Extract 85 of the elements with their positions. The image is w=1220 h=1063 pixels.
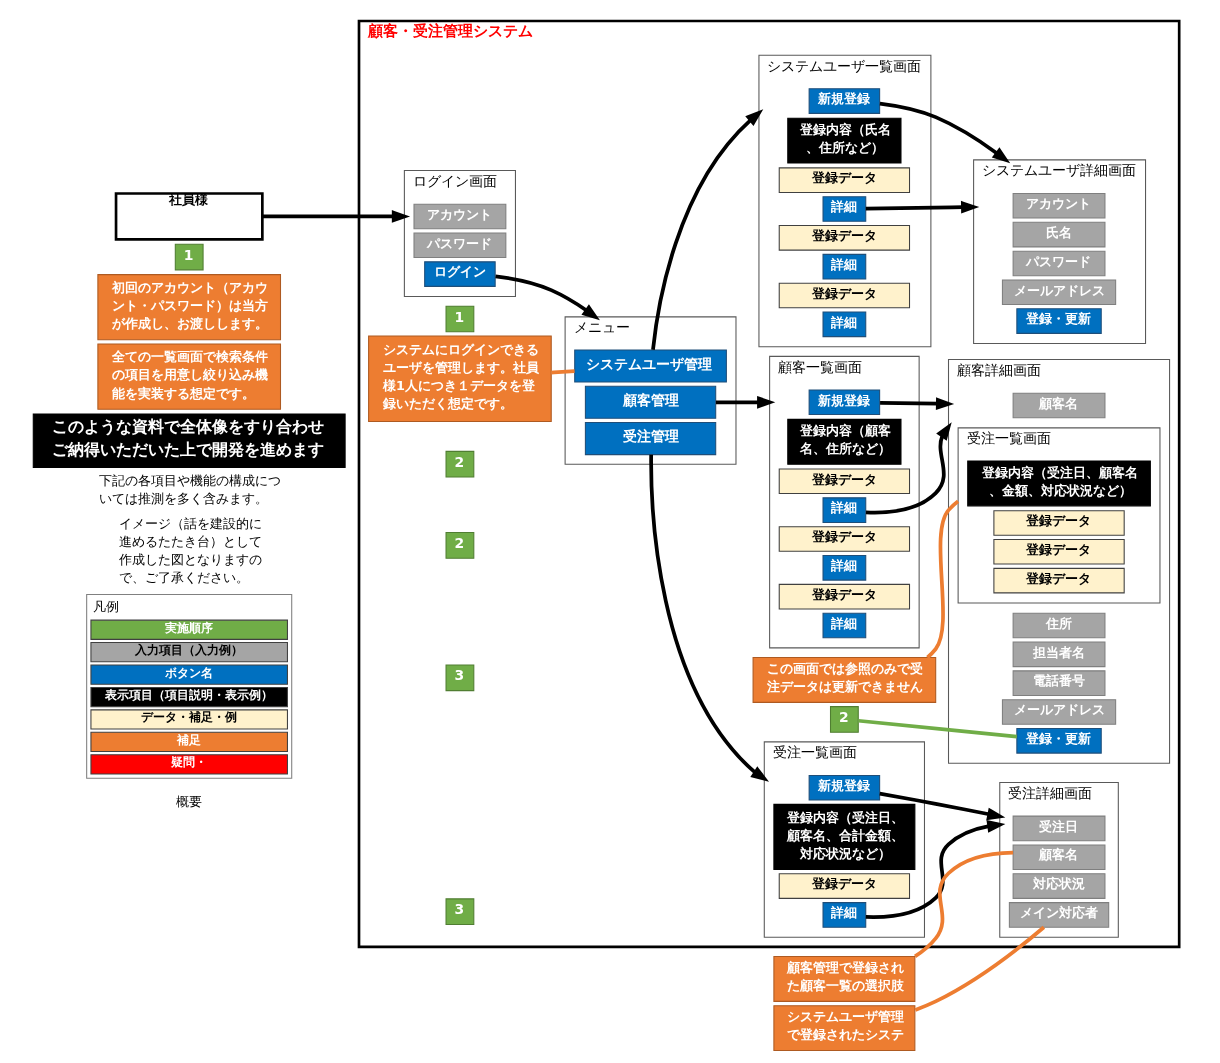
legend-label: データ・補足・例: [140, 710, 237, 725]
node-box: 登録データ: [778, 468, 910, 495]
arrow: [715, 395, 775, 409]
node-box: 2: [445, 532, 474, 559]
legend-label: 疑問・: [170, 755, 207, 770]
node-box: 3: [445, 664, 474, 692]
node-box: メイン対応者: [1008, 902, 1109, 928]
node-box: メールアドレス: [1001, 699, 1116, 725]
node-box: 顧客名: [1012, 392, 1105, 419]
arrow: [865, 422, 952, 515]
node-box: 登録・更新: [1015, 728, 1102, 754]
node-box: 顧客管理で登録された顧客一覧の選択肢: [772, 956, 915, 1002]
node-box: 登録データ: [992, 567, 1125, 594]
node-box: メールアドレス: [1001, 279, 1116, 306]
node-box: 登録内容（受注日、顧客名、金額、対応状況など）: [966, 460, 1151, 507]
node-box: 電話番号: [1012, 670, 1105, 696]
node-box: パスワード: [1012, 250, 1105, 277]
node-box: 新規登録: [808, 88, 880, 114]
arrow: [262, 210, 410, 223]
node-box: 新規登録: [808, 389, 880, 416]
node-box: 登録データ: [778, 282, 910, 309]
node-box: 初回のアカウント（アカウント・パスワード）は当方が作成し、お渡しします。: [96, 274, 281, 341]
node-box: 詳細: [822, 555, 866, 581]
node-box: 登録・更新: [1015, 308, 1102, 334]
node-box: 登録データ: [778, 873, 910, 899]
node-box: 詳細: [822, 902, 866, 928]
connector: [857, 718, 1017, 739]
legend-label: ボタン名: [164, 665, 213, 680]
connector: [914, 925, 1045, 1012]
node-box: 社員様: [114, 192, 264, 241]
node-box: アカウント: [412, 203, 506, 230]
node-box: 登録データ: [778, 167, 910, 193]
node-box: 登録データ: [778, 526, 910, 552]
legend-label: 補足: [176, 732, 201, 747]
node-box: 登録データ: [992, 538, 1125, 565]
node-box: 全ての一覧画面で検索条件の項目を用意し絞り込み機能を実装する想定です。: [96, 343, 281, 410]
arrow: [878, 791, 1005, 821]
node-box: 1: [445, 305, 474, 333]
node-box: ログイン: [423, 261, 496, 287]
arrow: [648, 454, 769, 782]
node-box: 詳細: [822, 311, 866, 338]
arrow: [879, 101, 1010, 164]
node-box: 登録データ: [992, 510, 1125, 536]
node-box: システムユーザ管理で登録されたシステ: [772, 1005, 915, 1052]
label: イメージ（話を建設的に進めるたたき台）として作成した図となりますので、ご了承ください。: [118, 515, 262, 586]
node-box: 2: [445, 450, 474, 478]
node-box: アカウント: [1012, 192, 1105, 219]
node-box: システムユーザ管理: [573, 349, 727, 383]
node-box: 詳細: [822, 612, 866, 639]
node-box: 住所: [1012, 612, 1105, 639]
node-box: 3: [445, 898, 474, 926]
arrow: [879, 397, 954, 410]
node-box: この画面では参照のみで受注データは更新できません: [752, 657, 936, 703]
node-box: 担当者名: [1012, 641, 1105, 668]
node-box: 詳細: [822, 196, 866, 222]
arrow: [494, 274, 600, 321]
node-box: 登録内容（受注日、顧客名、合計金額、対応状況など）: [772, 803, 915, 871]
legend-label: 表示項目（項目説明・表示例）: [104, 687, 273, 702]
node-box: 対応状況: [1012, 873, 1105, 899]
node-box: 登録内容（顧客名、住所など）: [786, 418, 901, 465]
node-box: 氏名: [1012, 221, 1105, 248]
node-box: 1: [174, 243, 204, 271]
node-box: パスワード: [412, 232, 506, 259]
node-box: 受注管理: [584, 422, 716, 456]
arrow: [865, 200, 979, 214]
node-box: 登録データ: [778, 225, 910, 251]
node-box: システムにログインできるユーザを管理します。社員様1人につき１データを登録いただく想定です。: [367, 335, 552, 423]
node-box: 2: [829, 706, 859, 733]
legend-label: 入力項目（入力例）: [134, 643, 243, 658]
node-box: 詳細: [822, 497, 866, 523]
legend-label: 実施順序: [164, 620, 213, 635]
node-box: このような資料で全体像をすり合わせご納得いただいた上で開発を進めます: [32, 413, 346, 468]
label: 凡例: [92, 599, 119, 615]
arrow: [650, 109, 763, 350]
node-box: 登録内容（氏名、住所など）: [786, 117, 901, 164]
node-box: 登録データ: [778, 583, 910, 610]
arrow: [865, 820, 1005, 919]
connector: [550, 369, 575, 375]
node-box: 顧客管理: [584, 385, 716, 419]
node-box: 詳細: [822, 253, 866, 280]
label: 概要: [175, 794, 202, 810]
node-box: 顧客名: [1012, 844, 1105, 871]
connector: [925, 499, 959, 659]
node-box: 新規登録: [808, 775, 880, 801]
node-box: 受注日: [1012, 815, 1105, 842]
